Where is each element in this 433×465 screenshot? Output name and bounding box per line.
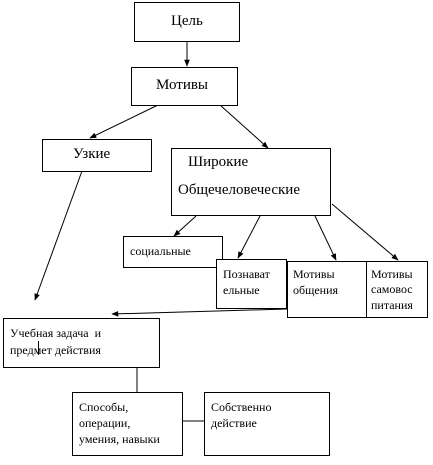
narrow-box: Узкие: [42, 139, 152, 172]
self-education-box: Мотивы самовос питания: [366, 261, 428, 318]
motives-box: Мотивы: [131, 67, 238, 106]
learning-task-box: Учебная задача и предмет действия: [3, 318, 160, 368]
communication-label-line2: общения: [293, 283, 339, 297]
broad-label-line1: Широкие: [188, 154, 249, 170]
goal-box: Цель: [134, 2, 240, 42]
cognitive-label-line2: ельные: [223, 283, 260, 297]
text-cursor: [38, 341, 39, 355]
goal-label: Цель: [171, 13, 203, 29]
arrow-cognitive-to-learning-task: [111, 308, 288, 317]
social-box: социальные: [123, 236, 223, 268]
arrow-motives-to-narrow: [89, 104, 159, 139]
learning-task-label-line1: Учебная задача и: [10, 326, 102, 340]
communication-label-line1: Мотивы: [293, 267, 335, 281]
methods-label-line2: операции,: [79, 416, 131, 430]
cognitive-box: Познават ельные: [216, 259, 287, 309]
communication-box: Мотивы общения: [287, 261, 367, 318]
action-box: Собственно действие: [204, 392, 330, 456]
broad-box: Широкие Общечеловеческие: [171, 148, 331, 216]
methods-label-line3: умения, навыки: [79, 432, 160, 446]
learning-task-label-line2: предмет действия: [10, 343, 101, 357]
cognitive-label-line1: Познават: [223, 267, 270, 281]
narrow-label: Узкие: [73, 146, 111, 162]
motives-label: Мотивы: [156, 77, 209, 93]
self-education-label-line1: Мотивы: [371, 267, 413, 281]
action-label-line2: действие: [211, 416, 257, 430]
arrow-motives-to-broad: [219, 104, 269, 149]
arrow-broad-to-communication: [314, 215, 337, 261]
action-label-line1: Собственно: [211, 400, 272, 414]
arrow-broad-to-social: [173, 215, 197, 237]
arrow-broad-to-self-education: [331, 203, 399, 261]
self-education-label-line3: питания: [371, 298, 413, 312]
methods-label-line1: Способы,: [79, 400, 129, 414]
broad-label-line2: Общечеловеческие: [178, 182, 300, 198]
arrow-broad-to-cognitive: [237, 215, 261, 259]
methods-box: Способы, операции, умения, навыки: [72, 392, 183, 456]
social-label: социальные: [130, 244, 191, 258]
self-education-label-line2: самовос: [371, 282, 413, 296]
arrow-narrow-to-learning-task: [34, 170, 83, 301]
